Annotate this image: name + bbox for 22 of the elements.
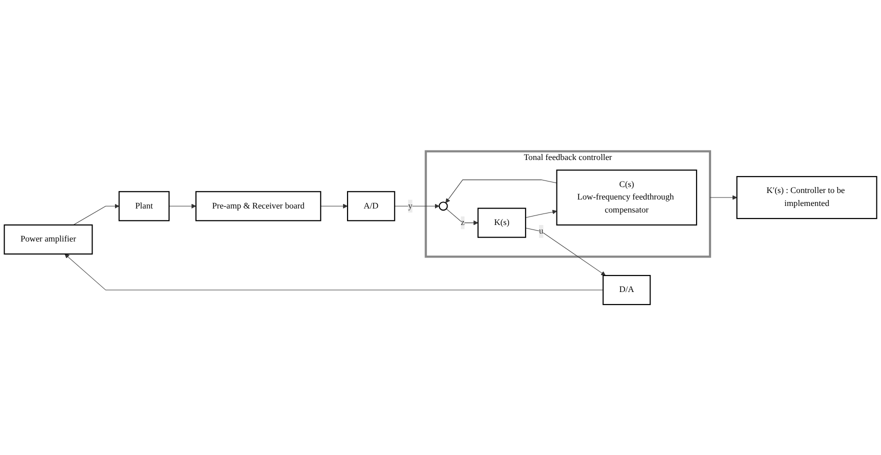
arrow <box>168 203 196 208</box>
arrow <box>445 179 558 203</box>
node-box: C(s) Low-frequency feedthrough compensator <box>556 169 698 226</box>
node-box: Pre-amp & Receiver board <box>195 190 322 221</box>
arrow <box>394 203 440 208</box>
arrow <box>64 253 604 290</box>
arrow <box>525 209 557 218</box>
arrow <box>446 208 478 225</box>
arrow <box>710 194 738 200</box>
arrow <box>525 227 606 276</box>
edge-label: z <box>460 218 465 227</box>
edge-label: u <box>539 226 544 236</box>
arrow <box>320 203 348 208</box>
node-box: K′(s) : Controller to be implemented <box>736 176 878 219</box>
node-box: K(s) <box>478 207 526 238</box>
node-box: D/A <box>602 274 651 305</box>
node-circle <box>438 201 448 210</box>
edge-label: y <box>408 200 412 210</box>
node-box: A/D <box>347 190 396 221</box>
node-box: Plant <box>118 190 170 221</box>
arrow <box>73 203 120 225</box>
node-box: Power amplifier <box>4 224 93 254</box>
